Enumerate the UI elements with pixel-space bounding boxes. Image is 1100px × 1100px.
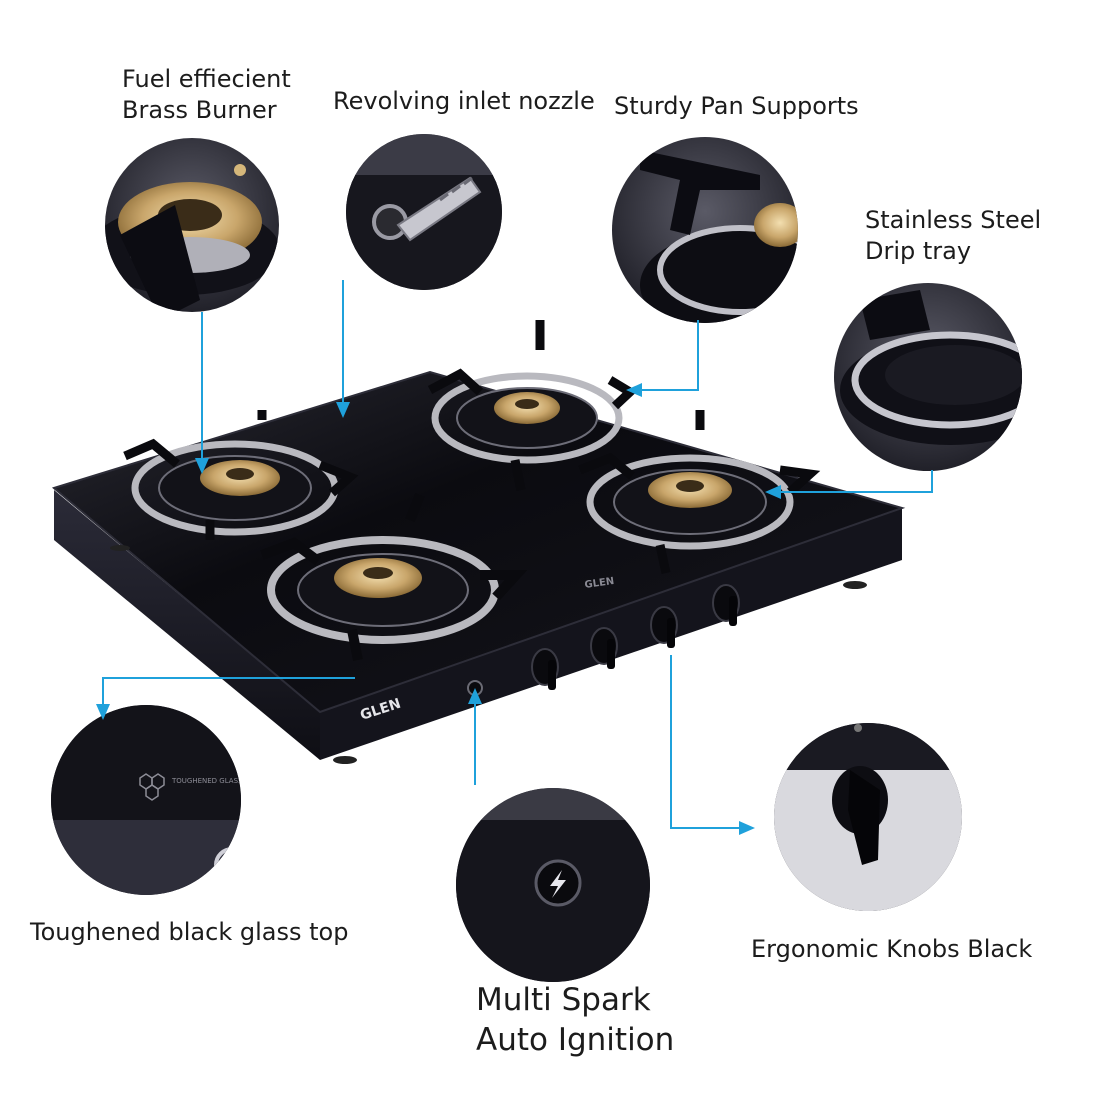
glass-top-closeup: TOUGHENED GLASS [51,705,243,895]
stove: GLEN GLEN [51,320,906,764]
knob-closeup [774,723,962,911]
ignition-label: Multi Spark Auto Ignition [476,982,675,1058]
knob-3[interactable] [650,606,678,648]
glass-badge-text: TOUGHENED GLASS [171,777,243,785]
ignition-closeup [456,788,650,982]
glass-badge-icon [139,773,165,801]
burner-left [123,410,359,540]
drip-tray-label: Stainless Steel Drip tray [865,206,1042,265]
burner-top [427,320,638,491]
knobs-label: Ergonomic Knobs Black [751,935,1033,963]
knob-1[interactable] [531,648,559,690]
burner-right [578,410,821,574]
callout-arrows [102,280,933,829]
inlet-nozzle-label: Revolving inlet nozzle [333,87,595,115]
brass-burner-label: Fuel effiecient Brass Burner [122,65,291,124]
arrow-heads [96,383,781,835]
pan-supports-closeup [612,137,798,323]
glass-top-label: Toughened black glass top [30,918,349,946]
spark-icon [550,870,566,898]
brass-burner-closeup [105,138,279,312]
burner-front [260,493,528,661]
brand-logo-top: GLEN [584,576,615,591]
knob-2[interactable] [590,627,618,669]
knob-4[interactable] [712,584,740,626]
pan-supports-label: Sturdy Pan Supports [614,92,859,120]
inlet-nozzle-closeup [346,134,502,290]
drip-tray-closeup [834,283,1022,471]
